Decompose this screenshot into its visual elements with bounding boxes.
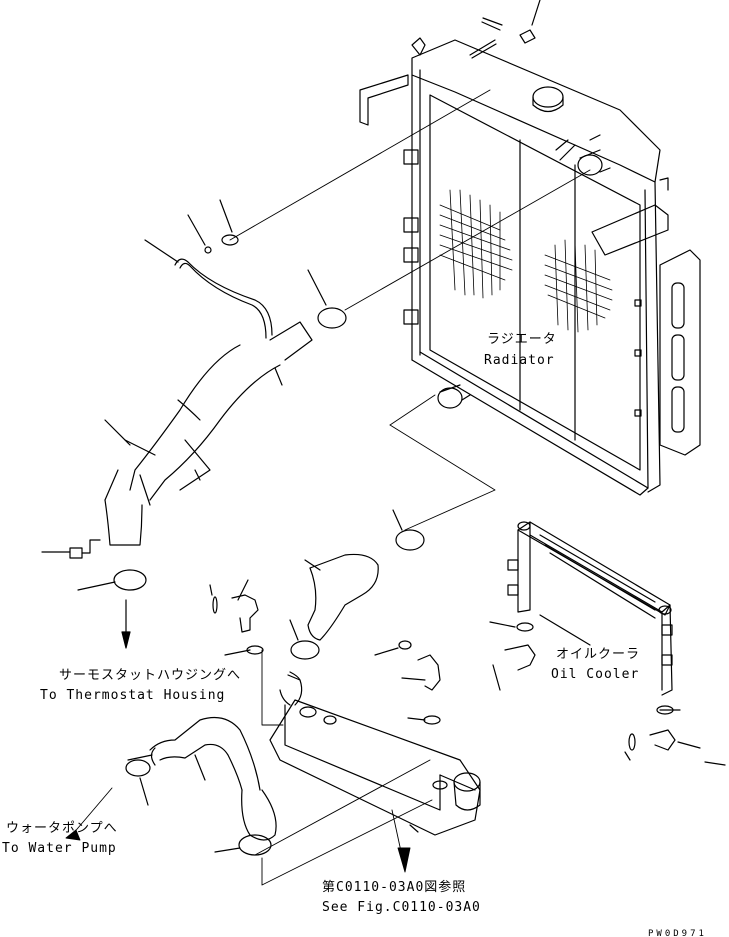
thermostat-label-en: To Thermostat Housing — [40, 688, 226, 703]
radiator-assembly — [359, 37, 701, 496]
lower-oil-cooler — [269, 671, 481, 836]
drawing-code: PW0D971 — [648, 929, 707, 937]
oil-cooler-label-jp: オイルクーラ — [556, 647, 641, 662]
water-pump-label-en: To Water Pump — [2, 841, 117, 856]
water-pump-label-jp: ウォータポンプへ — [6, 821, 118, 836]
thermostat-connection — [41, 539, 131, 649]
thermostat-label-jp: サーモスタットハウジングへ — [59, 668, 242, 683]
middle-hose — [304, 553, 379, 641]
upper-hose — [104, 321, 313, 546]
oil-cooler-label-en: Oil Cooler — [551, 667, 640, 682]
see-figure-label-en: See Fig.C0110-03A0 — [322, 900, 481, 915]
oil-cooler-assembly — [489, 521, 726, 766]
top-small-parts — [469, 0, 601, 161]
hose-clamps — [77, 199, 425, 856]
radiator-label-en: Radiator — [484, 353, 555, 368]
bottom-leaders — [65, 649, 433, 886]
radiator-label-jp: ラジエータ — [487, 332, 557, 347]
breather-tube — [144, 239, 273, 339]
leader-lines — [229, 89, 591, 531]
see-figure-label-jp: 第C0110-03A0図参照 — [322, 880, 467, 895]
lower-hose — [149, 717, 277, 841]
elbow-fittings — [209, 579, 441, 725]
